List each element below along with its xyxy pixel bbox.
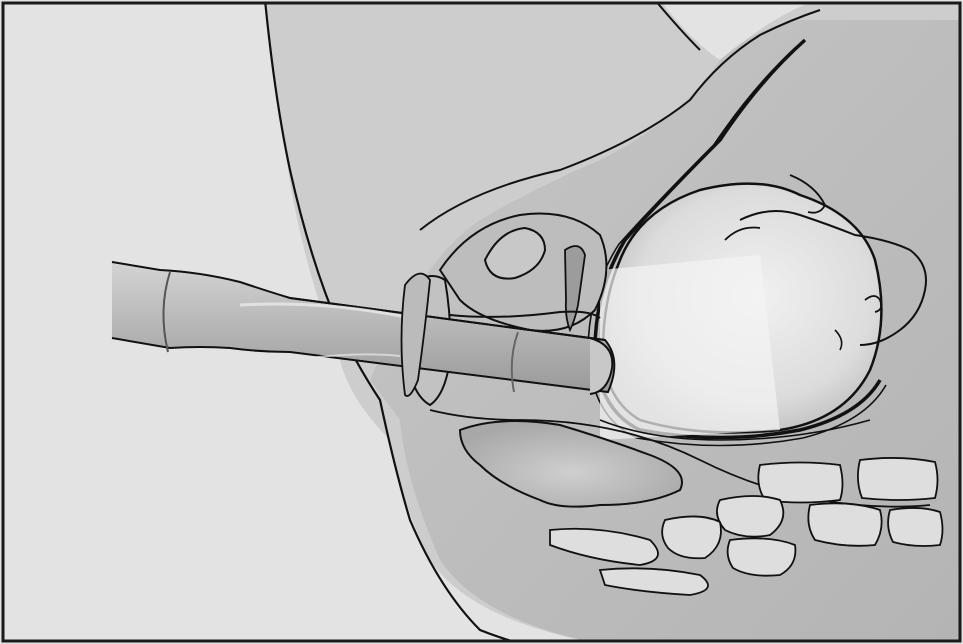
vertebra-1 — [758, 463, 842, 503]
vertebra-4 — [808, 503, 881, 545]
vertebra-7 — [728, 538, 796, 575]
vertebra-5 — [888, 508, 942, 546]
vertebra-3 — [717, 496, 783, 537]
ultrasound-sector — [600, 255, 780, 440]
vertebra-2 — [858, 458, 938, 500]
